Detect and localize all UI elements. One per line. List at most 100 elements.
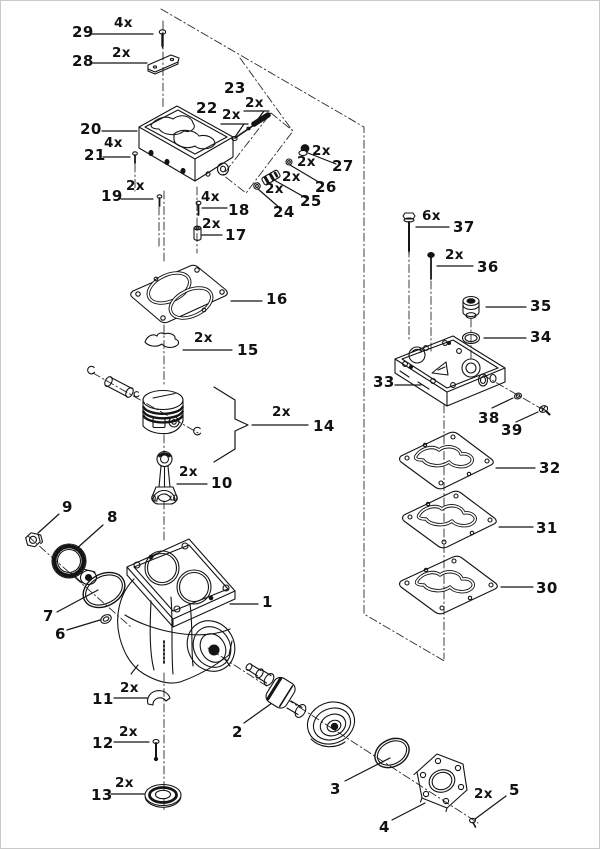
- part-33-cylinder-head: [394, 335, 506, 407]
- part-9-nut: [25, 532, 44, 548]
- callout-9: 9: [62, 498, 73, 516]
- callout-14-qty: 2x: [272, 404, 291, 420]
- part-32-gasket: [398, 431, 494, 490]
- circlip-icon: [193, 426, 202, 436]
- callout-36-qty: 2x: [445, 247, 464, 263]
- callout-3: 3: [330, 780, 341, 798]
- callout-35: 35: [530, 297, 552, 315]
- callout-24-qty: 2x: [265, 181, 284, 197]
- callout-13: 13: [91, 786, 113, 804]
- part-5-screw: [468, 817, 477, 828]
- callout-27-qty: 2x: [312, 143, 331, 159]
- callout-17: 17: [225, 226, 247, 244]
- callout-23-qty: 2x: [245, 95, 264, 111]
- circlip-icon: [133, 391, 140, 398]
- callout-10: 10: [211, 474, 233, 492]
- callout-37: 37: [453, 218, 475, 236]
- part-14-piston-kit: [87, 365, 202, 436]
- callout-7: 7: [43, 607, 54, 625]
- callout-26-qty: 2x: [297, 154, 316, 170]
- part-16-head-gasket: [130, 264, 228, 324]
- callout-6: 6: [55, 625, 66, 643]
- callout-21-qty: 4x: [104, 135, 123, 151]
- part-29-screw: [158, 29, 167, 49]
- callout-22-qty: 2x: [222, 107, 241, 123]
- part-36-bolt: [427, 252, 435, 280]
- callout-5-qty: 2x: [474, 786, 493, 802]
- callout-31: 31: [536, 519, 558, 537]
- part-6-o-ring: [100, 614, 112, 624]
- part-24-o-ring: [253, 182, 261, 190]
- circlip-icon: [87, 365, 96, 375]
- callout-19-qty: 2x: [126, 178, 145, 194]
- callout-17-qty: 2x: [202, 216, 221, 232]
- callout-10-qty: 2x: [179, 464, 198, 480]
- part-18-screw: [195, 200, 202, 216]
- callout-18-qty: 4x: [201, 189, 220, 205]
- detail-frame-diamond: [222, 112, 294, 194]
- callout-14: 14: [313, 417, 335, 435]
- callout-28-qty: 2x: [112, 45, 131, 61]
- wrist-pin: [104, 376, 134, 398]
- callout-33: 33: [373, 373, 395, 391]
- callout-32: 32: [539, 459, 561, 477]
- part-4-flange: [413, 753, 468, 813]
- part-3-o-ring: [374, 737, 410, 769]
- part-27-cap: [298, 144, 310, 157]
- callout-30: 30: [536, 579, 558, 597]
- callout-37-qty: 6x: [422, 208, 441, 224]
- callout-28: 28: [72, 52, 94, 70]
- leader-lines: [37, 33, 539, 821]
- part-35-plug: [462, 295, 480, 319]
- callout-5: 5: [509, 781, 520, 799]
- part-12-bolt: [152, 738, 160, 762]
- callout-38: 38: [478, 409, 500, 427]
- part-2-crankshaft: [245, 663, 356, 748]
- part-34-o-ring: [461, 331, 481, 345]
- part-31-gasket: [401, 490, 497, 549]
- callout-4: 4: [379, 818, 390, 836]
- part-28-unloader-plate: [147, 54, 180, 75]
- part-30-gasket: [398, 555, 498, 615]
- callout-1: 1: [262, 593, 273, 611]
- part-15-reed-valve: [144, 332, 180, 349]
- part-11-bearing-shell: [146, 690, 171, 706]
- callout-25-qty: 2x: [282, 169, 301, 185]
- callout-24: 24: [273, 203, 295, 221]
- callout-23: 23: [224, 79, 246, 97]
- callout-12-qty: 2x: [119, 724, 138, 740]
- bearing-shell-upper: [152, 489, 176, 502]
- part-22-valve-pin: [231, 124, 255, 142]
- part-10-connecting-rod: [151, 450, 178, 505]
- callout-8: 8: [107, 508, 118, 526]
- callout-22: 22: [196, 99, 218, 117]
- part-13-seal-ring: [144, 783, 182, 808]
- part-19-screw: [156, 194, 163, 207]
- callout-26: 26: [315, 178, 337, 196]
- callout-21: 21: [84, 146, 106, 164]
- callout-20: 20: [80, 120, 102, 138]
- callout-19: 19: [101, 187, 123, 205]
- piston: [142, 389, 184, 435]
- part-37-bolt: [402, 212, 416, 255]
- part-7-o-ring: [82, 571, 126, 609]
- part-17-sleeve: [193, 225, 202, 241]
- callout-11-qty: 2x: [120, 680, 139, 696]
- callout-16: 16: [266, 290, 288, 308]
- callout-34: 34: [530, 328, 552, 346]
- part-21-screw: [132, 151, 138, 164]
- part-1-crankcase: [117, 489, 236, 684]
- callout-2: 2: [232, 723, 243, 741]
- callout-29: 29: [72, 23, 94, 41]
- callout-13-qty: 2x: [115, 775, 134, 791]
- part-20-valve-plate-block: [138, 105, 234, 182]
- callout-15-qty: 2x: [194, 330, 213, 346]
- part-26-o-ring: [285, 158, 293, 166]
- detail-connector-line: [239, 57, 293, 131]
- callout-18: 18: [228, 201, 250, 219]
- group-14-brace: [213, 386, 249, 463]
- callout-36: 36: [477, 258, 499, 276]
- callout-12: 12: [92, 734, 114, 752]
- part-39-screw: [538, 405, 551, 416]
